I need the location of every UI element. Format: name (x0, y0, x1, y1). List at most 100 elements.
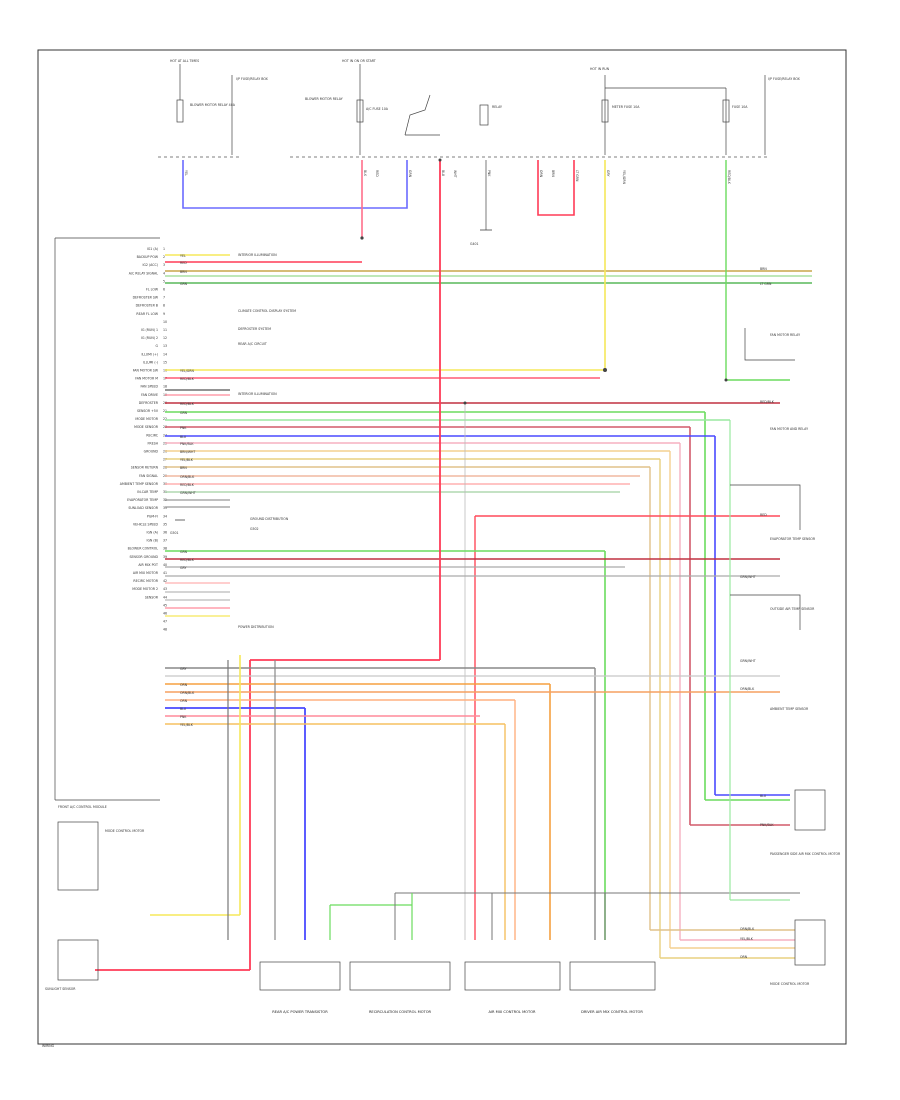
note-climate-display: CLIMATE CONTROL DISPLAY SYSTEM (238, 309, 296, 313)
ground-center-label: G401 (470, 242, 479, 246)
wire-color-tag-vertical: BLK (363, 170, 367, 177)
ecu-pin-number: 40 (163, 563, 167, 567)
fuse-left-label: BLOWER MOTOR RELAY 40A (190, 103, 236, 107)
wire-color-tag-vertical: LT GRN (575, 170, 579, 182)
ecu-pin-label: SENSOR (145, 595, 159, 599)
wire-red-loop-top (537, 160, 575, 216)
wire-color-tag: RED/BLK (180, 483, 195, 487)
wire-color-tag: RED (760, 513, 767, 517)
ecu-pin-label: SENSOR +5V (137, 409, 159, 413)
ecu-pin-number: 36 (163, 531, 167, 535)
wire-color-tag-vertical: GRY (606, 170, 610, 176)
wire-color-tag: BRN/WHT (180, 450, 195, 454)
ecu-pin-number: 35 (163, 522, 167, 526)
ecu-pin-label: SUNLOAD SENSOR (128, 506, 158, 510)
ecu-pin-label: FAN SIGNAL (139, 474, 158, 478)
note-interior-illumination: INTERIOR ILLUMINATION (238, 253, 277, 257)
ground-left-label: G501 (170, 531, 179, 535)
ecu-pin-label: RECIRC (146, 433, 158, 437)
wire-color-tag-vertical: WHT (453, 170, 457, 178)
ecu-pin-label: IG1 (A) (147, 247, 158, 251)
wire-color-tag: YEL/BLK (180, 723, 194, 727)
ecu-pin-label: SENSOR RETURN (131, 466, 159, 470)
wire-color-tag: ORN/BLK (180, 475, 195, 479)
note-power-distribution: POWER DISTRIBUTION (238, 625, 274, 629)
wire-color-tag: PNK (180, 426, 187, 430)
center-fuse-label: A/C FUSE 10A (366, 107, 389, 111)
ecu-pin-number: 47 (163, 620, 167, 624)
wire-color-tag: GRY (180, 566, 186, 570)
ecu-pin-label: MODE MOTOR 2 (132, 587, 158, 591)
wire-color-tag: ORN/BLK (180, 691, 195, 695)
ecu-pin-label: AIR MIX POT (138, 563, 158, 567)
wire-color-tag: PNK/BLK (760, 823, 774, 827)
wire-color-tag-vertical: RED (375, 170, 379, 177)
wire-color-tag: GRN/WHT (740, 575, 756, 579)
ecu-pin-number: 13 (163, 344, 167, 348)
ecu-pin-label: FL LOW (146, 288, 159, 292)
ecu-pin-number: 7 (163, 296, 165, 300)
ecu-pin-label: ILLUMI (+) (141, 352, 158, 356)
ecu-pin-label: FRESH (148, 441, 159, 445)
wire-color-tag: PNK (180, 715, 187, 719)
wire-color-tag: ORN (180, 699, 188, 703)
wire-color-tag: PNK/BLK (180, 442, 194, 446)
right-comp-6: PASSENGER SIDE AIR MIX CONTROL MOTOR (770, 852, 841, 856)
wire-color-tag-vertical: BRN (551, 170, 555, 177)
ecu-pin-number: 46 (163, 612, 167, 616)
ecu-pin-label: SENSOR GROUND (129, 555, 158, 559)
diagram-border (37, 49, 847, 1045)
ecu-pin-label: A/C RELAY SIGNAL (129, 271, 158, 275)
wire-color-tag: RED/BLK (760, 400, 775, 404)
ecu-pin-label: IGN (A) (147, 531, 158, 535)
splice-dots (360, 158, 728, 405)
ecu-pin-number: 21 (163, 409, 167, 413)
ecu-pin-label: FAN MOTOR SW (133, 369, 159, 373)
right-fuse-1: METER FUSE 10A (612, 105, 640, 109)
ecu-pin-number: 41 (163, 571, 167, 575)
ecu-pin-number: 9 (163, 312, 165, 316)
right-comp-1: FAN MOTOR RELAY (770, 333, 800, 337)
wire-color-tag: RED (180, 261, 187, 265)
ecu-pin-number: 45 (163, 603, 167, 607)
right-fuse-2: FUSE 10A (732, 105, 748, 109)
ecu-pin-number: 10 (163, 320, 167, 324)
bottom-comp-1: REAR A/C POWER TRANSISTOR (272, 1010, 328, 1014)
ecu-pin-number: 48 (163, 628, 167, 632)
note-defroster: DEFROSTER SYSTEM (238, 327, 271, 331)
ecu-pin-label: ILLUMI (-) (143, 360, 158, 364)
wire-color-tag-vertical: ORN (539, 170, 543, 178)
ecu-pin-number: 37 (163, 539, 167, 543)
center-box-label: RELAY (492, 105, 502, 109)
wire-blue-top-loop (182, 160, 408, 209)
wire-color-tag-vertical: YEL/GRN (622, 170, 626, 184)
ecu-pin-number: 11 (163, 328, 167, 332)
ecu-pin-number: 33 (163, 506, 167, 510)
ecu-pin-number: 5 (163, 279, 165, 283)
ecu-pin-number: 15 (163, 360, 167, 364)
ecu-pin-number: 18 (163, 385, 167, 389)
ecu-pin-number: 12 (163, 336, 167, 340)
wire-color-tag: GRN/WHT (740, 659, 756, 663)
wire-color-tag: BRN (180, 270, 187, 274)
ecu-pin-number: 8 (163, 304, 165, 308)
wire-color-tag: RED/BLK (180, 558, 195, 562)
page-tag: WIRING (42, 1044, 55, 1048)
wire-color-tag: BLU (760, 794, 767, 798)
wire-color-tag: GRN (180, 411, 188, 415)
ecu-pin-label: AIR MIX MOTOR (133, 571, 159, 575)
bottom-comp-6: SUNLIGHT SENSOR (45, 987, 76, 991)
fuse-block-right: HOT IN RUN METER FUSE 10A FUSE 10A I/P F… (590, 67, 801, 155)
ecu-pin-label: VEHICLE SPEED (133, 522, 159, 526)
fuse-right-header: HOT IN RUN (590, 67, 610, 71)
fuse-block-left: HOT AT ALL TIMES BLOWER MOTOR RELAY 40A … (170, 59, 269, 155)
ecu-pin-number: 6 (163, 288, 165, 292)
ecu-pin-label: IG2 (ACC) (142, 263, 158, 267)
wire-color-tag-vertical: PNK (487, 170, 491, 177)
ecu-pin-number: 44 (163, 595, 167, 599)
right-comp-4: OUTSIDE AIR TEMP SENSOR (770, 607, 815, 611)
bottom-comp-4: DRIVER AIR MIX CONTROL MOTOR (581, 1010, 643, 1014)
ecu-pin-number: 28 (163, 466, 167, 470)
fuse-block-center: HOT IN ON OR START BLOWER MOTOR RELAY A/… (305, 59, 502, 155)
